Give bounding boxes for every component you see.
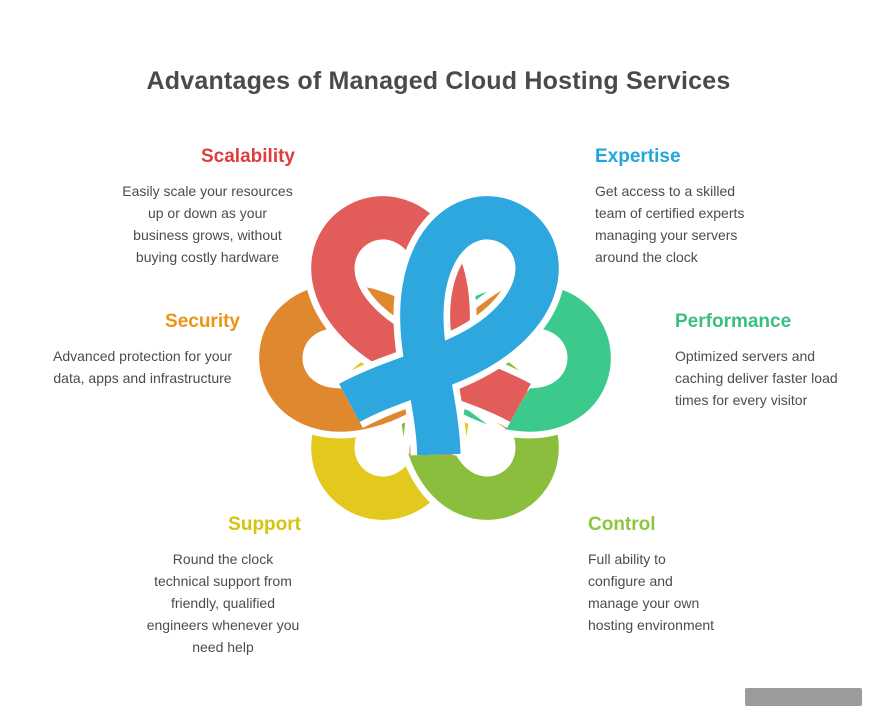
section-control: Control Full ability to configure and ma… bbox=[588, 514, 726, 636]
section-support: Support Round the clock technical suppor… bbox=[145, 514, 301, 658]
section-performance-label: Performance bbox=[675, 311, 792, 332]
watermark-badge bbox=[745, 688, 862, 706]
section-control-body: Full ability to configure and manage you… bbox=[588, 551, 715, 633]
page-title: Advantages of Managed Cloud Hosting Serv… bbox=[146, 66, 731, 95]
section-scalability-body: Easily scale your resources up or down a… bbox=[122, 183, 293, 265]
section-scalability: Scalability Easily scale your resources … bbox=[120, 146, 295, 268]
section-security: Security Advanced protection for your da… bbox=[45, 311, 240, 389]
section-security-label: Security bbox=[165, 311, 240, 332]
section-expertise-body: Get access to a skilled team of certifie… bbox=[595, 183, 745, 265]
section-security-body: Advanced protection for your data, apps … bbox=[53, 348, 232, 386]
section-support-body: Round the clock technical support from f… bbox=[146, 551, 300, 655]
section-support-label: Support bbox=[228, 514, 301, 535]
section-performance-body: Optimized servers and caching deliver fa… bbox=[675, 348, 838, 408]
section-scalability-label: Scalability bbox=[201, 146, 295, 167]
section-performance: Performance Optimized servers and cachin… bbox=[675, 311, 847, 411]
section-expertise: Expertise Get access to a skilled team o… bbox=[595, 146, 770, 268]
section-control-label: Control bbox=[588, 514, 656, 535]
section-expertise-label: Expertise bbox=[595, 146, 681, 167]
